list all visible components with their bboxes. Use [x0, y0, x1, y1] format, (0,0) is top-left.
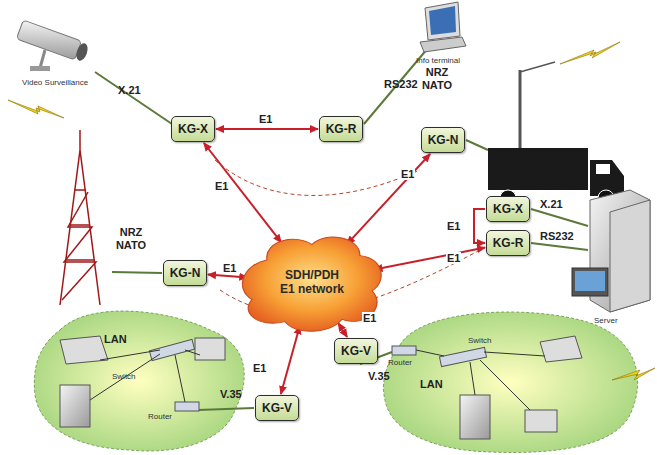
device-label: KG-V — [262, 401, 292, 415]
interface-label: V.35 — [368, 370, 390, 382]
interface-label: RS232 — [384, 78, 418, 90]
e1-link — [375, 248, 486, 270]
device-label: KG-V — [341, 344, 371, 358]
e1-link — [474, 209, 485, 243]
e1-link — [281, 326, 300, 394]
device-caption: Info terminal — [416, 56, 460, 65]
device-box: KG-V — [255, 395, 299, 421]
interface-label: LAN — [104, 333, 127, 345]
device-box: KG-N — [163, 260, 207, 286]
interface-label: V.35 — [220, 388, 242, 400]
interface-label: X.21 — [118, 84, 141, 96]
link-label: E1 — [362, 312, 377, 324]
device-label: KG-N — [170, 266, 201, 280]
interface-label: NRZ NATO — [114, 226, 148, 252]
device-label: KG-X — [493, 202, 523, 216]
link-label: E1 — [400, 168, 415, 180]
link-label: E1 — [222, 262, 237, 274]
device-label: KG-N — [428, 133, 459, 147]
device-box: KG-R — [486, 230, 530, 256]
network-label: SDH/PDH E1 network — [277, 268, 347, 296]
device-box: KG-N — [421, 127, 465, 153]
interface-label: NRZ NATO — [420, 66, 454, 92]
device-box: KG-V — [334, 338, 378, 364]
device-caption: Router — [388, 358, 412, 367]
device-caption: Video Surveillance — [22, 78, 88, 87]
link-label: E1 — [214, 180, 229, 192]
link-label: E1 — [446, 220, 461, 232]
link-label: E1 — [252, 362, 267, 374]
e1-link — [338, 323, 347, 337]
device-label: KG-R — [326, 122, 357, 136]
e1-link — [204, 143, 281, 242]
device-box: KG-X — [486, 196, 530, 222]
link-label: E1 — [258, 113, 273, 125]
interface-label: LAN — [420, 378, 443, 390]
device-label: KG-R — [493, 236, 524, 250]
device-caption: Server — [594, 316, 618, 325]
device-box: KG-X — [171, 116, 215, 142]
e1-link — [216, 128, 318, 130]
interface-label: X.21 — [540, 198, 563, 210]
link-label: E1 — [446, 252, 461, 264]
interface-label: RS232 — [540, 230, 574, 242]
e1-link — [208, 275, 247, 278]
device-caption: Router — [148, 412, 172, 421]
device-label: KG-X — [178, 122, 208, 136]
device-box: KG-R — [319, 116, 363, 142]
device-caption: Switch — [112, 372, 136, 381]
e1-link — [347, 154, 430, 244]
device-caption: Switch — [468, 336, 492, 345]
